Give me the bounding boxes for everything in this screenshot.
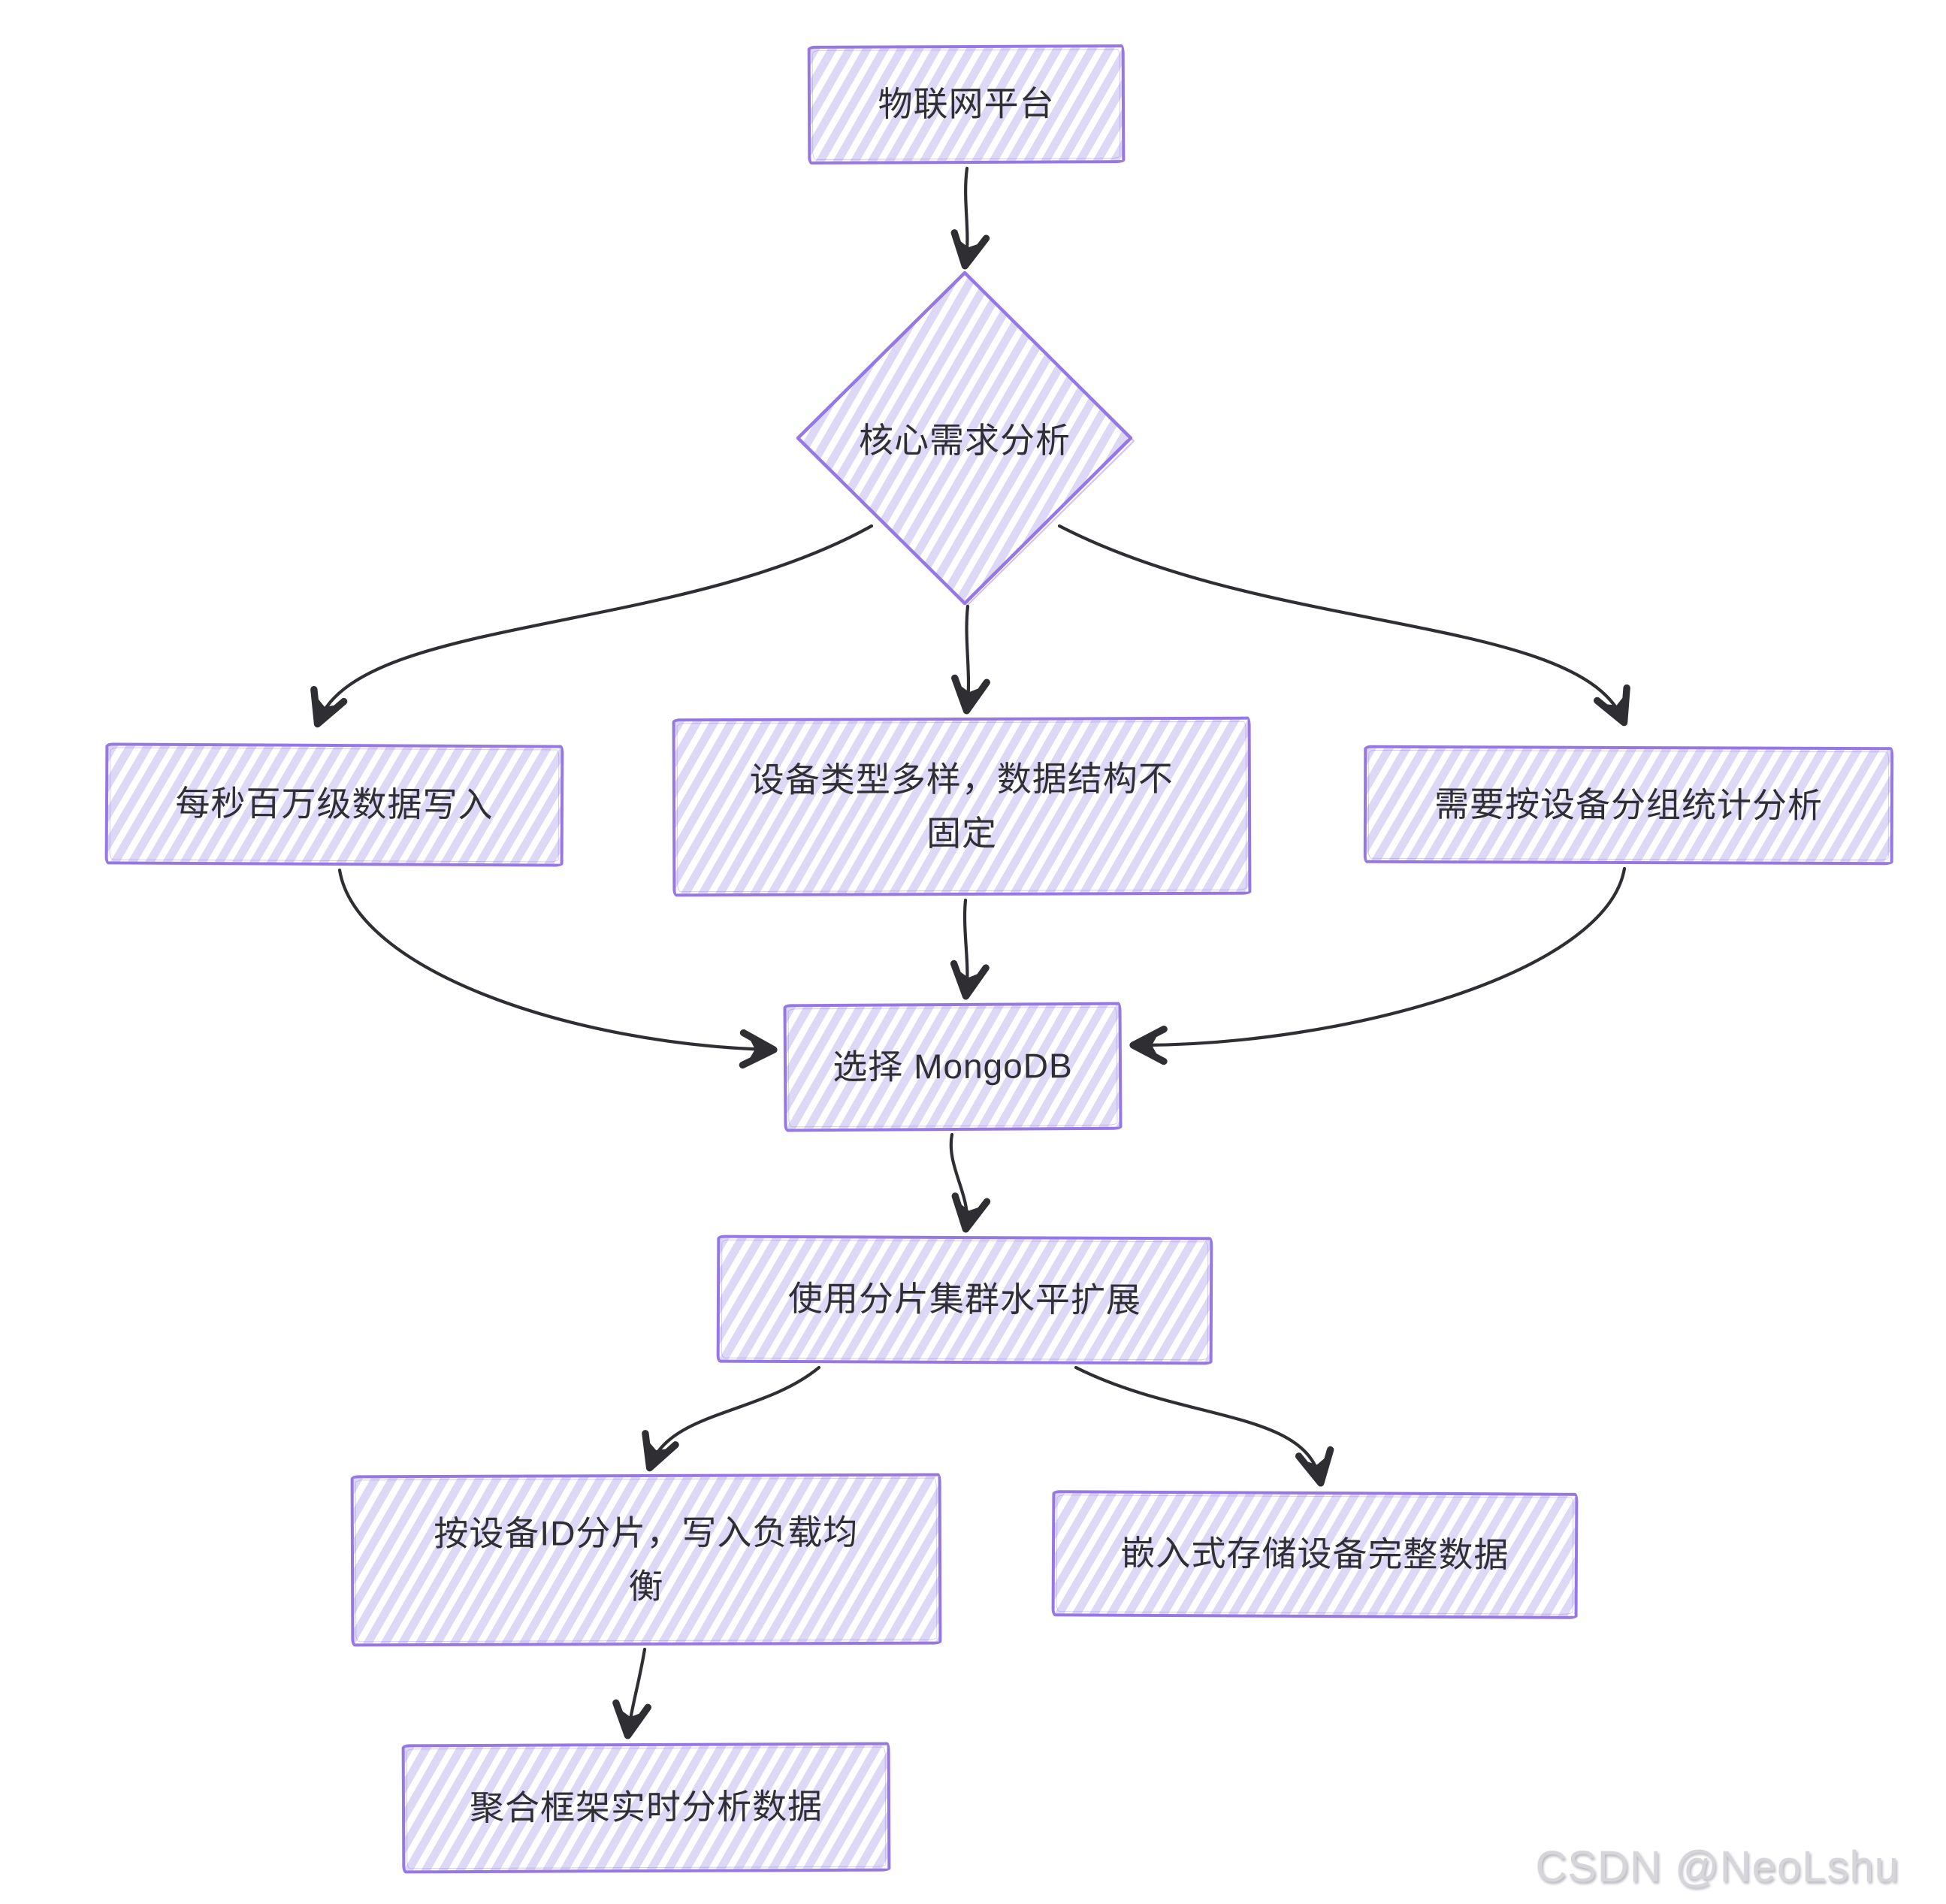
node-label: 嵌入式存储设备完整数据 xyxy=(1120,1533,1509,1575)
node-label: 按设备ID分片，写入负载均衡 xyxy=(434,1512,859,1606)
node-label: 核心需求分析 xyxy=(859,421,1071,460)
node-shard-by-device-id: 按设备ID分片，写入负载均衡 xyxy=(350,1473,942,1647)
node-iot-platform: 物联网平台 xyxy=(807,44,1126,165)
node-group-analysis: 需要按设备分组统计分析 xyxy=(1363,745,1894,866)
node-label: 需要按设备分组统计分析 xyxy=(1434,784,1824,825)
edge-core-to-variety xyxy=(951,604,990,715)
edge-write-to-mongo xyxy=(337,868,778,1069)
edge-mongo-to-shard xyxy=(949,1132,991,1233)
edge-variety-to-mongo xyxy=(950,898,990,1000)
decision-diamond-shape xyxy=(796,270,1133,606)
edge-core-to-write xyxy=(310,524,874,728)
node-label: 物联网平台 xyxy=(878,83,1055,124)
node-label: 每秒百万级数据写入 xyxy=(175,784,494,825)
edge-shard-to-embedded xyxy=(1074,1365,1334,1487)
edge-shardby-to-aggregation xyxy=(612,1647,652,1739)
node-label: 聚合框架实时分析数据 xyxy=(469,1787,823,1828)
edge-iot-to-core xyxy=(950,166,990,270)
watermark: CSDN @NeoLshu xyxy=(1535,1842,1899,1891)
edge-group-to-mongo xyxy=(1129,866,1627,1065)
node-realtime-aggregation: 聚合框架实时分析数据 xyxy=(401,1742,891,1874)
node-device-variety: 设备类型多样，数据结构不固定 xyxy=(672,716,1252,897)
node-embedded-storage: 嵌入式存储设备完整数据 xyxy=(1051,1490,1579,1619)
node-sharded-cluster: 使用分片集群水平扩展 xyxy=(716,1235,1213,1365)
node-label: 设备类型多样，数据结构不固定 xyxy=(749,759,1174,853)
edge-core-to-group xyxy=(1057,524,1630,727)
node-choose-mongodb: 选择 MongoDB xyxy=(783,1002,1123,1132)
node-core-requirements: 核心需求分析 xyxy=(814,406,1115,470)
node-label: 使用分片集群水平扩展 xyxy=(787,1279,1142,1320)
edge-shard-to-shardby xyxy=(642,1365,821,1472)
node-write-throughput: 每秒百万级数据写入 xyxy=(104,742,564,867)
node-label: 选择 MongoDB xyxy=(832,1046,1073,1087)
